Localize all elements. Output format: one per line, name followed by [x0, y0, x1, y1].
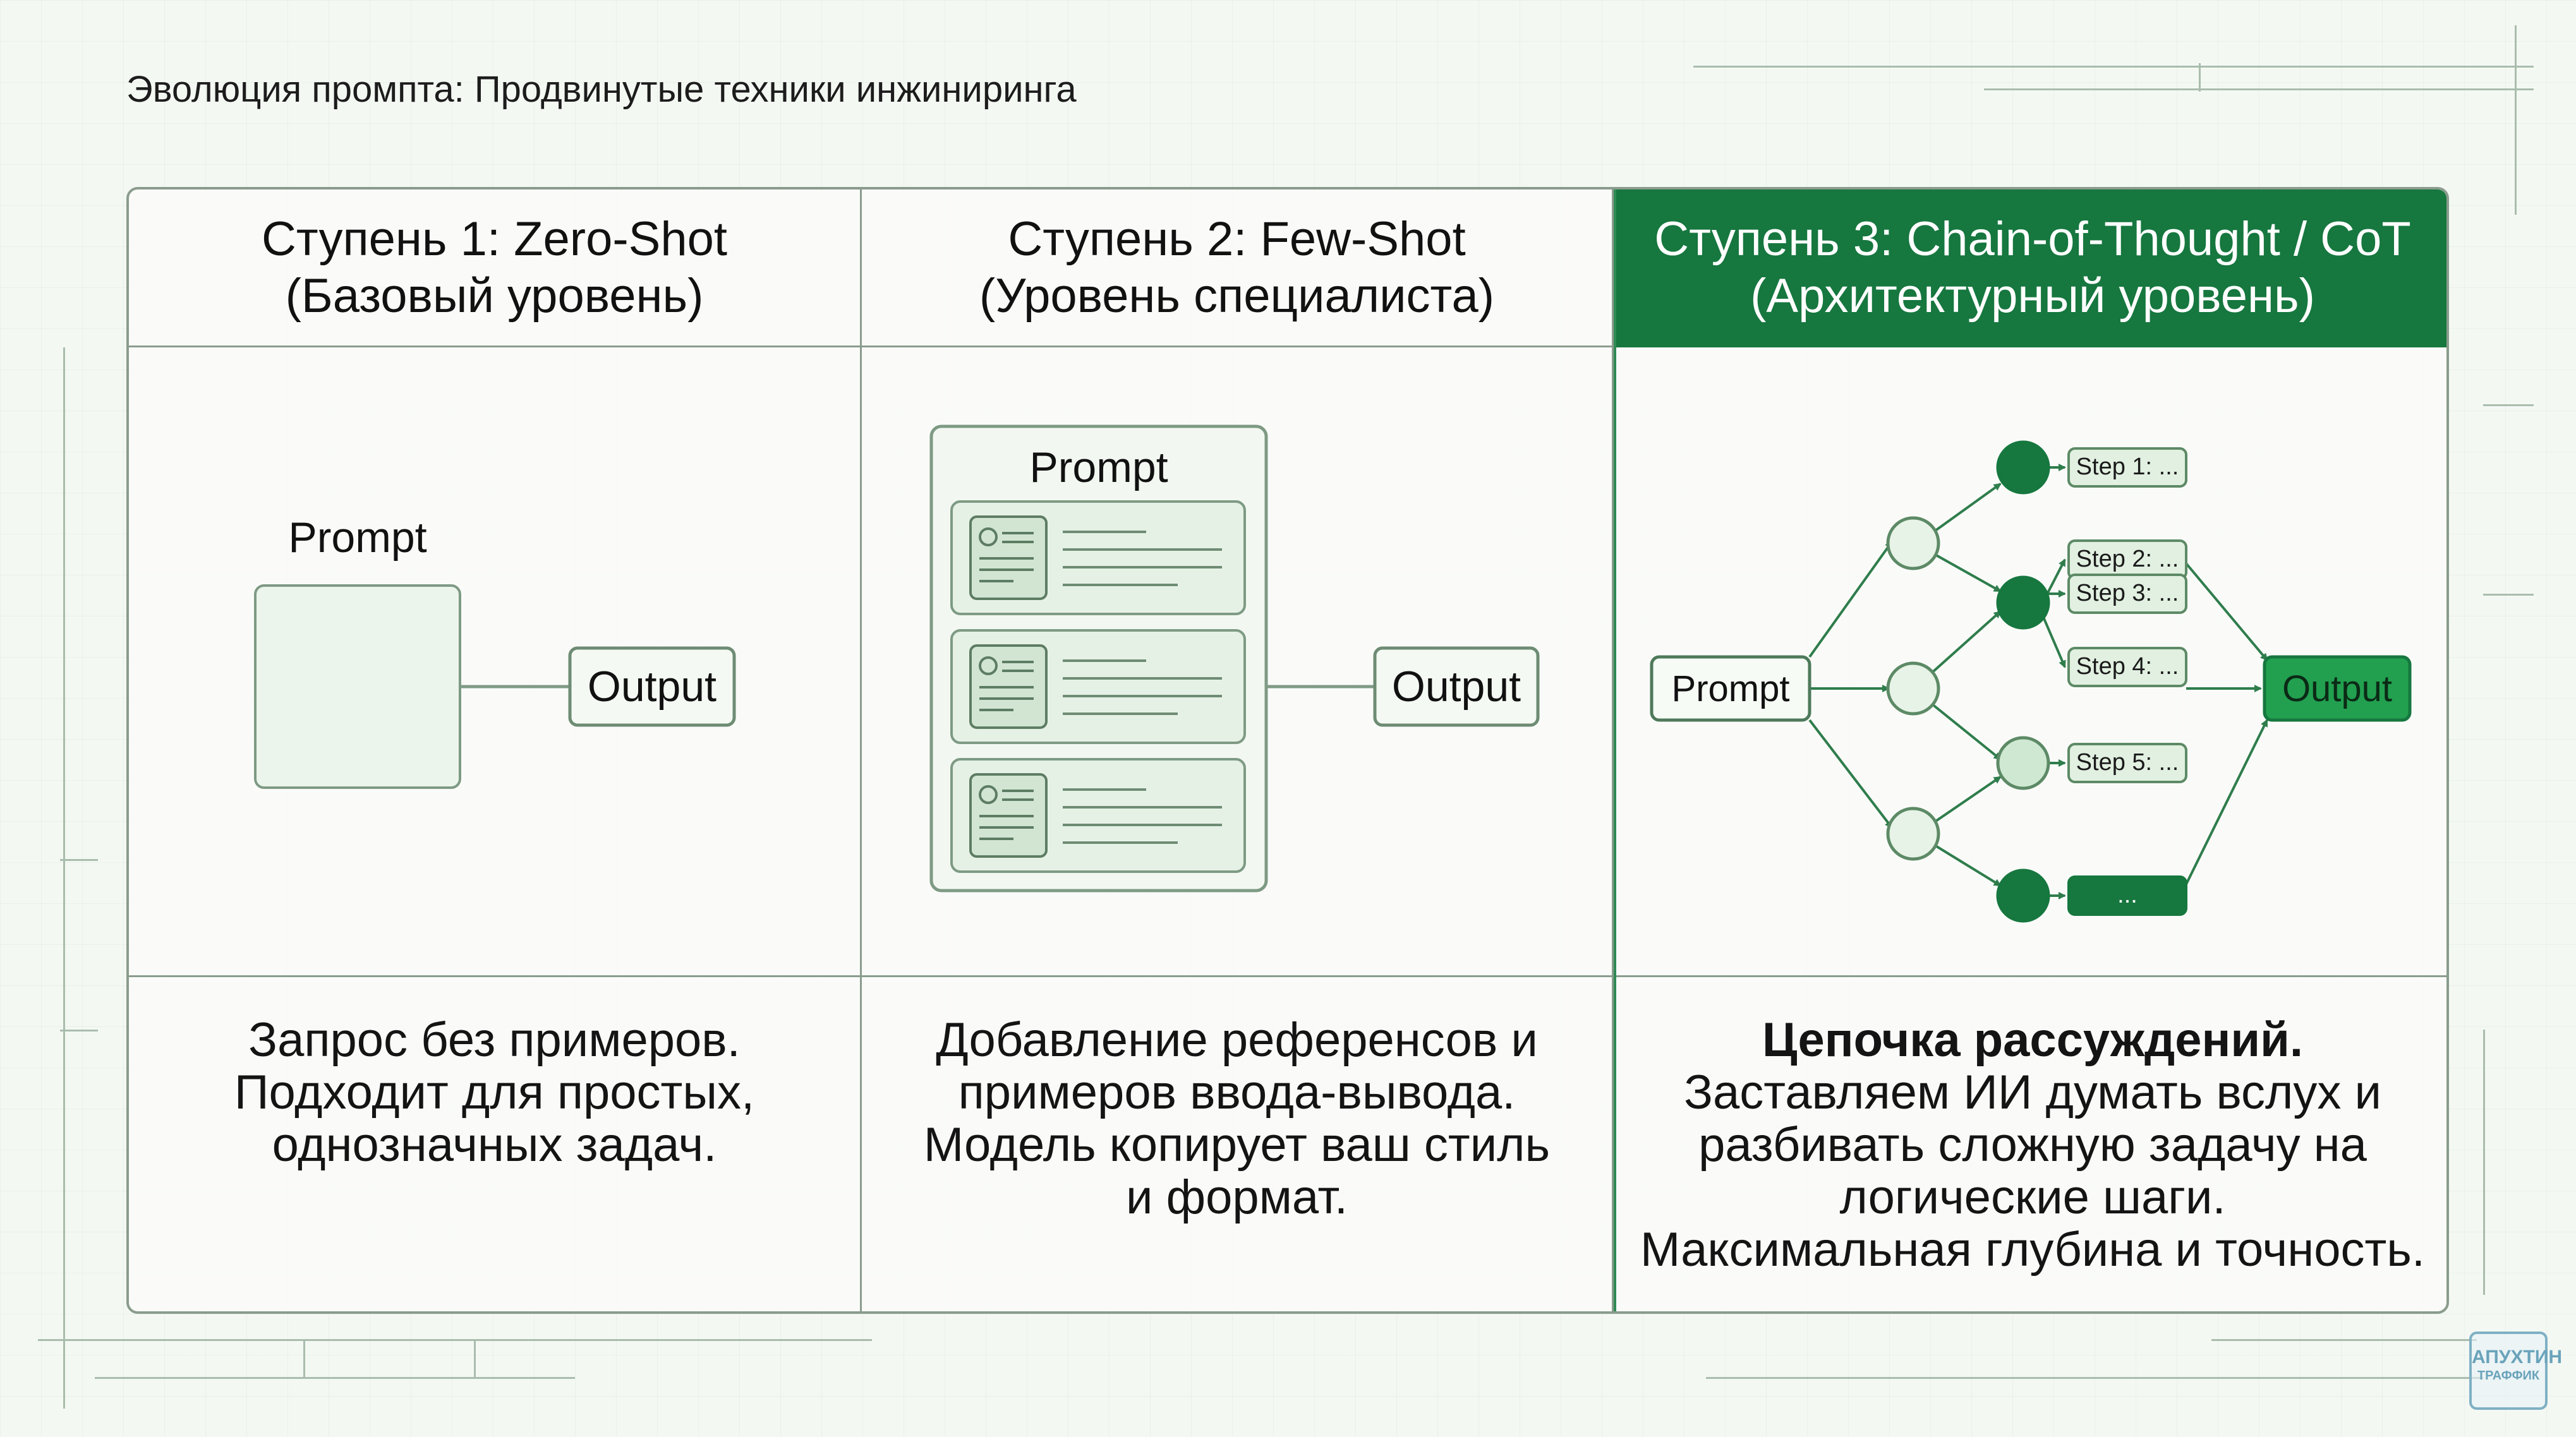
- decor-line: [1984, 88, 2534, 90]
- prompt-box: [1650, 655, 1811, 722]
- stage-3-description: Цепочка рассуждений. Заставляем ИИ думат…: [1614, 975, 2446, 1311]
- step-box: Step 2: ...: [2067, 539, 2187, 580]
- stage-2-subtitle: (Уровень специалиста): [979, 268, 1495, 323]
- stage-2-header: Ступень 2: Few-Shot (Уровень специалиста…: [862, 189, 1612, 347]
- step-label: ...: [2117, 882, 2138, 908]
- desc-line: Подходит для простых,: [234, 1066, 755, 1119]
- logo-text: АПУХТИН: [2472, 1347, 2563, 1368]
- stage-1-subtitle: (Базовый уровень): [285, 268, 704, 323]
- example-card: [950, 500, 1246, 615]
- chain-of-thought-diagram: Prompt Step 1: ... Step 2: ...: [1650, 440, 2412, 923]
- stage-3-header: Ступень 3: Chain-of-Thought / CoT (Архит…: [1614, 189, 2446, 347]
- connectors: [1808, 464, 2268, 899]
- desc-line: примеров ввода-вывода.: [958, 1066, 1516, 1119]
- reasoning-node-active: [1996, 440, 2050, 495]
- document-icon: [969, 644, 1048, 729]
- stage-1-title: Ступень 1: Zero-Shot: [261, 212, 728, 266]
- stage-2-column: Ступень 2: Few-Shot (Уровень специалиста…: [862, 189, 1614, 1311]
- prompt-label: Prompt: [288, 514, 426, 562]
- stage-1-column: Ступень 1: Zero-Shot (Базовый уровень) P…: [129, 189, 862, 1311]
- zero-shot-diagram: Prompt Output: [254, 514, 736, 789]
- desc-heading: Цепочка рассуждений.: [1762, 1013, 2303, 1067]
- decor-line: [2483, 404, 2534, 406]
- desc-line: Модель копирует ваш стиль: [923, 1118, 1551, 1172]
- example-card: [950, 758, 1246, 873]
- step-label: Step 1: ...: [2076, 454, 2179, 480]
- decor-line: [474, 1339, 476, 1377]
- desc-line: разбивать сложную задачу на: [1698, 1118, 2367, 1172]
- stage-3-subtitle: (Архитектурный уровень): [1750, 268, 2315, 323]
- decor-line: [1706, 1377, 2483, 1379]
- output-label: Output: [1392, 663, 1521, 711]
- step-label: Step 4: ...: [2076, 653, 2179, 680]
- step-box: ...: [2067, 875, 2187, 916]
- decor-line: [2211, 1339, 2477, 1341]
- few-shot-diagram: Prompt: [929, 424, 1540, 893]
- stage-1-description: Запрос без примеров. Подходит для просты…: [129, 975, 860, 1311]
- comparison-table: Ступень 1: Zero-Shot (Базовый уровень) P…: [126, 187, 2449, 1314]
- desc-line: Добавление референсов и: [936, 1013, 1538, 1067]
- stage-1-diagram: Prompt Output: [129, 347, 860, 975]
- step-box: Step 4: ...: [2067, 647, 2187, 687]
- decor-line: [60, 859, 98, 861]
- document-icon: [969, 773, 1048, 858]
- output-box: [2263, 655, 2412, 722]
- decor-line: [38, 1339, 872, 1341]
- page-title: Эволюция промпта: Продвинутые техники ин…: [126, 69, 1077, 110]
- stage-2-title: Ступень 2: Few-Shot: [1008, 212, 1466, 266]
- document-icon: [969, 515, 1048, 600]
- step-box: Step 5: ...: [2067, 743, 2187, 783]
- step-label: Step 2: ...: [2076, 546, 2179, 572]
- stage-2-description: Добавление референсов и примеров ввода-в…: [862, 975, 1612, 1311]
- decor-line: [2515, 25, 2517, 215]
- desc-line: Запрос без примеров.: [248, 1013, 741, 1067]
- example-card: [950, 629, 1246, 744]
- output-box: [1373, 646, 1540, 727]
- decor-line: [2483, 594, 2534, 596]
- stage-3-diagram: Prompt Step 1: ... Step 2: ...: [1614, 347, 2446, 975]
- desc-line: и формат.: [1126, 1170, 1348, 1224]
- step-label: Step 5: ...: [2076, 749, 2179, 776]
- decor-line: [60, 1030, 98, 1031]
- reasoning-node-active: [1996, 575, 2050, 630]
- stage-2-diagram: Prompt: [862, 347, 1612, 975]
- step-label: Step 3: ...: [2076, 580, 2179, 606]
- step-box: Step 1: ...: [2067, 447, 2187, 488]
- logo-text: ТРАФФИК: [2477, 1369, 2540, 1383]
- output-label: Output: [2282, 668, 2392, 709]
- desc-line: Заставляем ИИ думать вслух и: [1684, 1066, 2381, 1119]
- output-label: Output: [588, 663, 717, 711]
- stage-3-title: Ступень 3: Chain-of-Thought / CoT: [1654, 212, 2411, 266]
- decor-line: [1693, 66, 2534, 68]
- reasoning-node: [1886, 516, 1940, 570]
- reasoning-node: [1886, 661, 1940, 716]
- reasoning-node-active: [1996, 869, 2050, 923]
- prompt-label: Prompt: [1672, 668, 1790, 709]
- desc-line: логические шаги.: [1839, 1170, 2226, 1224]
- decor-line: [95, 1377, 575, 1379]
- stage-1-header: Ступень 1: Zero-Shot (Базовый уровень): [129, 189, 860, 347]
- decor-line: [303, 1339, 305, 1377]
- step-box: Step 3: ...: [2067, 574, 2187, 614]
- desc-line: однозначных задач.: [272, 1118, 717, 1172]
- output-box: [568, 646, 736, 727]
- logo: АПУХТИН ТРАФФИК: [2469, 1332, 2563, 1410]
- reasoning-node: [1996, 736, 2050, 790]
- decor-line: [2483, 1030, 2485, 1295]
- stage-3-column: Ступень 3: Chain-of-Thought / CoT (Архит…: [1614, 189, 2446, 1311]
- decor-line: [2199, 63, 2201, 92]
- decor-line: [63, 347, 65, 1409]
- prompt-box: [254, 584, 461, 789]
- prompt-label: Prompt: [1029, 443, 1168, 491]
- reasoning-node: [1886, 807, 1940, 861]
- desc-line: Максимальная глубина и точность.: [1640, 1223, 2425, 1277]
